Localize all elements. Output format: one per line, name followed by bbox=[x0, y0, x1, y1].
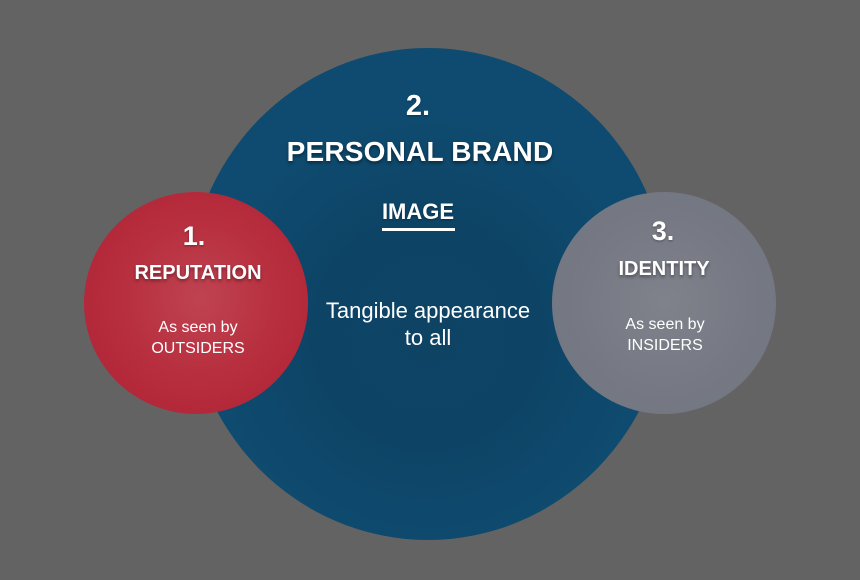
image-underline bbox=[382, 228, 455, 231]
identity-description: As seen by INSIDERS bbox=[585, 314, 745, 356]
personal-brand-description-line2: to all bbox=[404, 325, 452, 350]
reputation-description: As seen by OUTSIDERS bbox=[118, 317, 278, 359]
identity-description-line2: INSIDERS bbox=[627, 337, 703, 354]
identity-circle bbox=[552, 192, 776, 414]
identity-description-line1: As seen by bbox=[625, 316, 705, 333]
reputation-title: REPUTATION bbox=[134, 262, 262, 284]
personal-brand-description-line1: Tangible appearance bbox=[325, 298, 531, 323]
personal-brand-description: Tangible appearance to all bbox=[298, 297, 558, 351]
reputation-circle bbox=[84, 192, 308, 414]
reputation-description-line2: OUTSIDERS bbox=[151, 340, 245, 357]
personal-brand-number: 2. bbox=[405, 90, 431, 122]
identity-title: IDENTITY bbox=[618, 258, 710, 280]
reputation-description-line1: As seen by bbox=[158, 319, 238, 336]
reputation-number: 1. bbox=[182, 221, 206, 251]
identity-number: 3. bbox=[651, 216, 675, 246]
image-label: IMAGE bbox=[381, 199, 455, 224]
personal-brand-title: PERSONAL BRAND bbox=[286, 136, 554, 167]
